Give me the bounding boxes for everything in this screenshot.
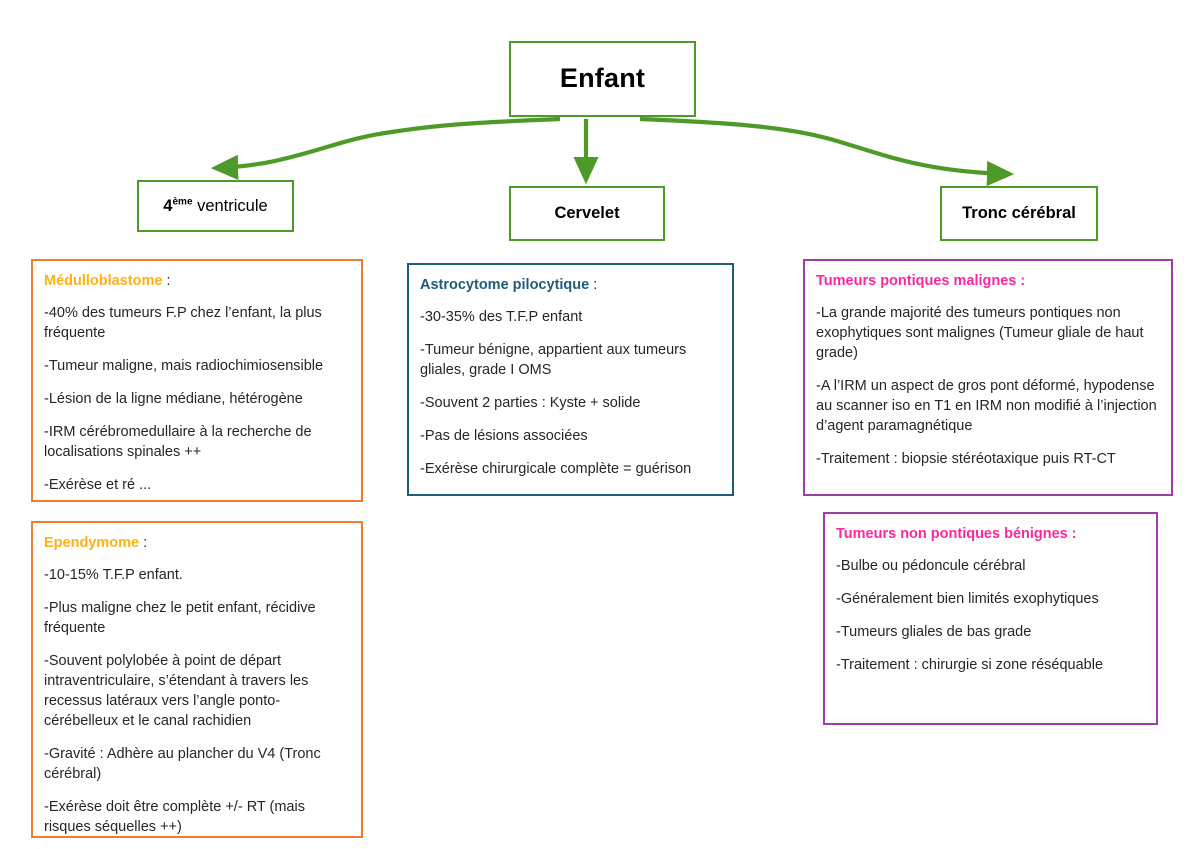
card-astrocytome-pilocytique: Astrocytome pilocytique : -30-35% des T.… xyxy=(407,263,734,496)
card-bullet: -Plus maligne chez le petit enfant, réci… xyxy=(44,599,316,636)
card-bullet: -Pas de lésions associées xyxy=(420,427,588,444)
card-bullet: -Lésion de la ligne médiane, hétérogène xyxy=(44,390,303,407)
card-bullet: -10-15% T.F.P enfant. xyxy=(44,566,183,583)
connector-root-to-tronc xyxy=(639,116,1015,187)
node-4eme-ventricule-label: 4ème ventricule xyxy=(163,197,267,215)
card-ependymome: Ependymome : -10-15% T.F.P enfant. -Plus… xyxy=(31,521,363,838)
ventricule-number: 4 xyxy=(163,196,173,215)
card-bullet: -Exérèse doit être complète +/- RT (mais… xyxy=(44,798,305,835)
card-tumeurs-pontiques-malignes-title: Tumeurs pontiques malignes : xyxy=(816,273,1026,289)
card-medulloblastome: Médulloblastome : -40% des tumeurs F.P c… xyxy=(31,259,363,502)
card-bullet: -Traitement : chirurgie si zone réséquab… xyxy=(836,656,1104,673)
card-ependymome-title: Ependymome : xyxy=(44,535,148,551)
ventricule-word: ventricule xyxy=(192,196,268,215)
node-cervelet[interactable]: Cervelet xyxy=(509,186,665,241)
card-bullet: -Souvent polylobée à point de départ int… xyxy=(44,652,309,729)
node-tronc-cerebral-label: Tronc cérébral xyxy=(962,204,1076,223)
card-bullet: -40% des tumeurs F.P chez l’enfant, la p… xyxy=(44,304,322,341)
card-bullet: -Tumeur maligne, mais radiochimiosensibl… xyxy=(44,357,324,374)
card-tumeurs-non-pontiques-benignes: Tumeurs non pontiques bénignes : -Bulbe … xyxy=(823,512,1158,725)
card-bullet: -Souvent 2 parties : Kyste + solide xyxy=(420,394,641,411)
card-bullet: -Gravité : Adhère au plancher du V4 (Tro… xyxy=(44,745,321,782)
connector-root-to-ventricule xyxy=(210,116,561,180)
card-tumeurs-pontiques-malignes: Tumeurs pontiques malignes : -La grande … xyxy=(803,259,1173,496)
card-bullet: -Bulbe ou pédoncule cérébral xyxy=(836,557,1026,574)
card-bullet: -A l’IRM un aspect de gros pont déformé,… xyxy=(816,377,1157,434)
node-enfant-label: Enfant xyxy=(559,63,646,94)
node-enfant[interactable]: Enfant xyxy=(509,41,696,117)
node-cervelet-label: Cervelet xyxy=(554,204,620,223)
ventricule-ordinal-suffix: ème xyxy=(172,196,193,208)
card-bullet: -Exérèse chirurgicale complète = guériso… xyxy=(420,460,692,477)
card-bullet-clipped: -Exérèse et ré ... xyxy=(44,476,152,493)
card-bullet: -Généralement bien limités exophytiques xyxy=(836,590,1099,607)
card-bullet-clipped: -Traitement : biopsie stéréotaxique puis… xyxy=(816,450,1116,467)
node-tronc-cerebral[interactable]: Tronc cérébral xyxy=(940,186,1098,241)
card-tumeurs-non-pontiques-benignes-title: Tumeurs non pontiques bénignes : xyxy=(836,526,1077,542)
card-bullet: -Tumeurs gliales de bas grade xyxy=(836,623,1032,640)
card-medulloblastome-title: Médulloblastome : xyxy=(44,273,171,289)
card-bullet: -IRM cérébromedullaire à la recherche de… xyxy=(44,423,312,460)
card-bullet: -Tumeur bénigne, appartient aux tumeurs … xyxy=(420,341,687,378)
card-bullet: -30-35% des T.F.P enfant xyxy=(420,308,583,325)
node-4eme-ventricule[interactable]: 4ème ventricule xyxy=(137,180,294,232)
card-astrocytome-title: Astrocytome pilocytique : xyxy=(420,277,598,293)
card-bullet: -La grande majorité des tumeurs pontique… xyxy=(816,304,1144,361)
